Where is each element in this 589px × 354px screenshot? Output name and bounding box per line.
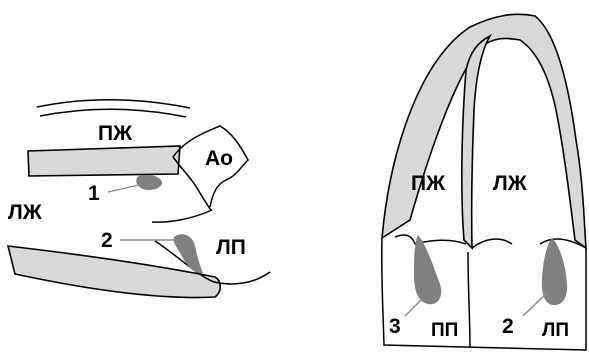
ventricular-septum — [462, 36, 490, 248]
marker-3-number: 3 — [389, 315, 401, 338]
label-lv-right: ЛЖ — [493, 172, 528, 195]
label-ra: ПП — [431, 320, 458, 341]
marker-1-number: 1 — [88, 182, 100, 205]
marker-1-leader — [108, 184, 143, 192]
label-lv-left: ЛЖ — [8, 201, 43, 224]
label-la-right: ЛП — [542, 320, 569, 341]
mitral-leaflet-left — [472, 239, 512, 248]
atrial-septum-line — [468, 252, 470, 347]
marker-2-right-leader — [523, 292, 548, 316]
marker-1-blob — [136, 175, 162, 190]
mitral-leaflet-line — [152, 210, 212, 222]
label-rv-right: ПЖ — [411, 172, 446, 195]
label-la-left: ЛП — [216, 236, 246, 259]
marker-3-blob — [414, 235, 441, 304]
right-view: ПЖ ЛЖ ПП ЛП 3 2 — [382, 14, 586, 350]
tricuspid-leaflet-left — [395, 235, 415, 244]
marker-2-right-number: 2 — [502, 315, 514, 338]
interventricular-septum — [28, 146, 180, 176]
label-rv-left: ПЖ — [98, 122, 133, 145]
label-ao: Ao — [205, 147, 233, 170]
pericardium-inner-line — [40, 109, 186, 117]
pericardium-outer-line — [37, 100, 190, 108]
marker-2-number: 2 — [101, 229, 113, 252]
marker-2-blob — [174, 234, 203, 273]
left-view: ПЖ Ao ЛЖ ЛП 1 2 — [8, 100, 270, 298]
marker-3-leader — [405, 298, 423, 316]
